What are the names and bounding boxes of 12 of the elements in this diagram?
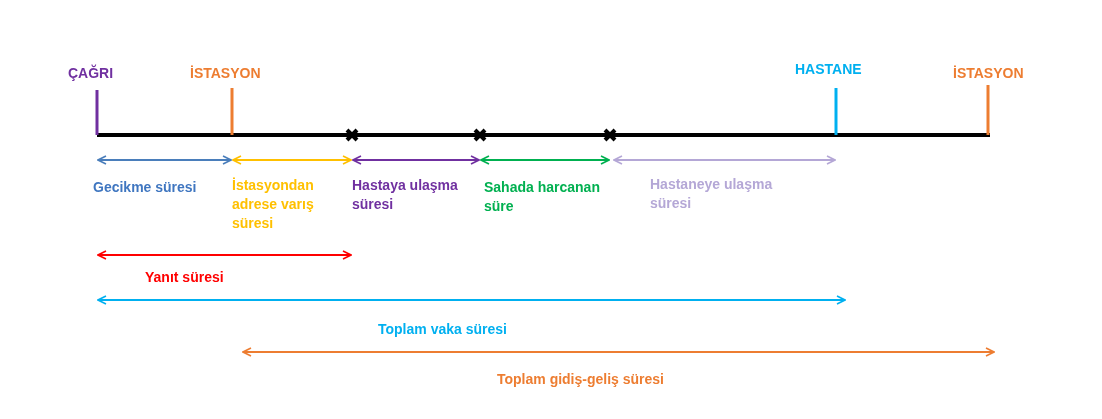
interval-label: İstasyondan adrese varış süresi	[232, 176, 315, 233]
interval-label: Toplam gidiş-geliş süresi	[497, 370, 664, 389]
interval-label: Toplam vaka süresi	[378, 320, 507, 339]
interval-label: Hastaneye ulaşma süresi	[650, 175, 774, 213]
interval-label: Hastaya ulaşma süresi	[352, 176, 459, 214]
interval-label: Sahada harcanan süre	[484, 178, 601, 216]
interval-label: Gecikme süresi	[93, 178, 198, 197]
event-label: ÇAĞRI	[68, 64, 114, 83]
event-label: İSTASYON	[190, 64, 261, 83]
event-label: İSTASYON	[953, 64, 1024, 83]
interval-label: Yanıt süresi	[145, 268, 224, 287]
event-label: HASTANE	[795, 60, 862, 79]
